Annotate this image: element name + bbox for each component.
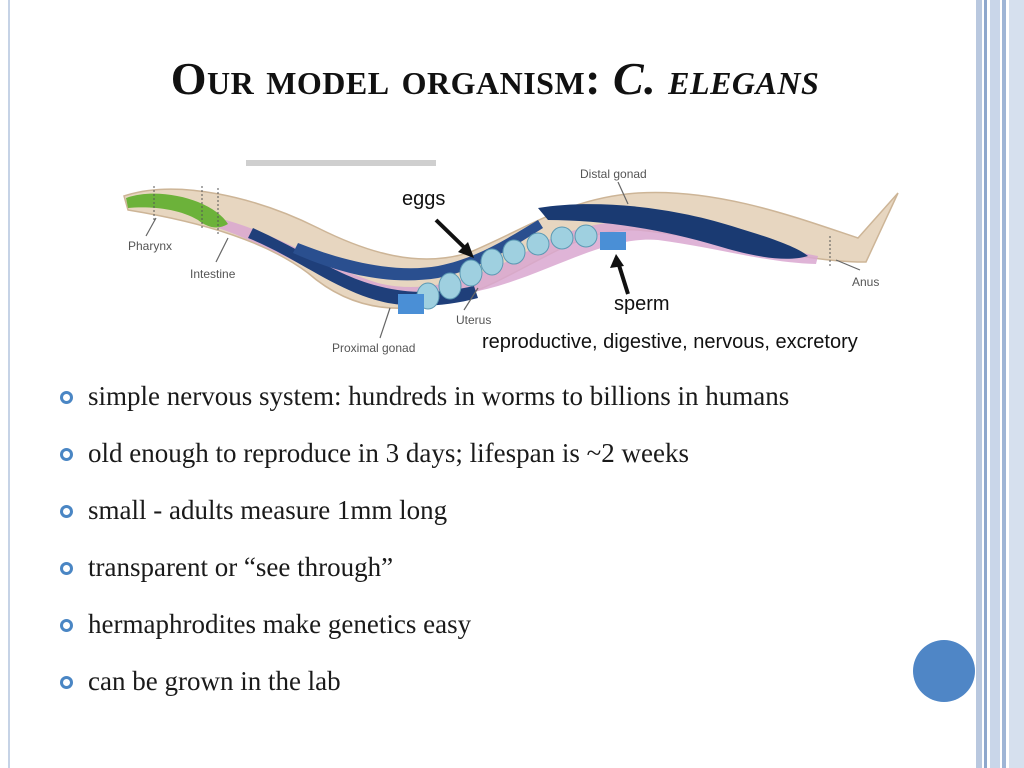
annotation-sperm: sperm [614, 293, 670, 315]
bullet-item: simple nervous system: hundreds in worms… [60, 378, 960, 415]
spermatheca-proximal [398, 294, 424, 314]
bullet-text: hermaphrodites make genetics easy [88, 609, 472, 639]
eggs-arrowhead [458, 242, 474, 258]
label-distal-gonad: Distal gonad [580, 167, 647, 181]
label-proximal-gonad: Proximal gonad [332, 341, 415, 355]
distal-gonad-shape [538, 204, 808, 259]
image-top-shadow [246, 160, 436, 166]
bullet-marker-icon [60, 562, 73, 575]
bullet-item: can be grown in the lab [60, 663, 960, 700]
title-prefix: Our model organism: [170, 53, 613, 104]
slide-title: Our model organism: C. elegans [0, 52, 990, 105]
sperm-arrowhead [610, 254, 624, 268]
label-pharynx: Pharynx [128, 239, 172, 253]
bullet-text: transparent or “see through” [88, 552, 394, 582]
spermatheca-distal [600, 232, 626, 250]
bullet-text: old enough to reproduce in 3 days; lifes… [88, 438, 689, 468]
label-uterus: Uterus [456, 313, 491, 327]
right-decorative-stripes [976, 0, 1024, 768]
bullet-text: small - adults measure 1mm long [88, 495, 448, 525]
bullet-item: small - adults measure 1mm long [60, 492, 960, 529]
left-border-line [8, 0, 10, 768]
label-intestine: Intestine [190, 267, 236, 281]
label-leader-lines [145, 181, 861, 339]
bullet-item: transparent or “see through” [60, 549, 960, 586]
label-anus: Anus [852, 275, 879, 289]
bullet-marker-icon [60, 619, 73, 632]
bullet-list: simple nervous system: hundreds in worms… [60, 378, 960, 700]
bullet-marker-icon [60, 676, 73, 689]
annotation-organ-systems: reproductive, digestive, nervous, excret… [482, 331, 858, 353]
bullet-marker-icon [60, 448, 73, 461]
bullet-marker-icon [60, 391, 73, 404]
bullet-item: hermaphrodites make genetics easy [60, 606, 960, 643]
sperm-arrow [616, 261, 630, 295]
egg-cluster [416, 224, 598, 310]
gonad-loop [293, 220, 543, 281]
bullet-marker-icon [60, 505, 73, 518]
section-markers [153, 186, 831, 268]
bullet-text: simple nervous system: hundreds in worms… [88, 381, 790, 411]
bullet-item: old enough to reproduce in 3 days; lifes… [60, 435, 960, 472]
bullet-text: can be grown in the lab [88, 666, 341, 696]
title-species: C. elegans [613, 53, 820, 104]
decorative-circle [913, 640, 975, 702]
worm-anatomy-diagram: Distal gonad Pharynx Intestine Anus Uter… [123, 160, 899, 355]
annotation-eggs: eggs [402, 188, 446, 210]
